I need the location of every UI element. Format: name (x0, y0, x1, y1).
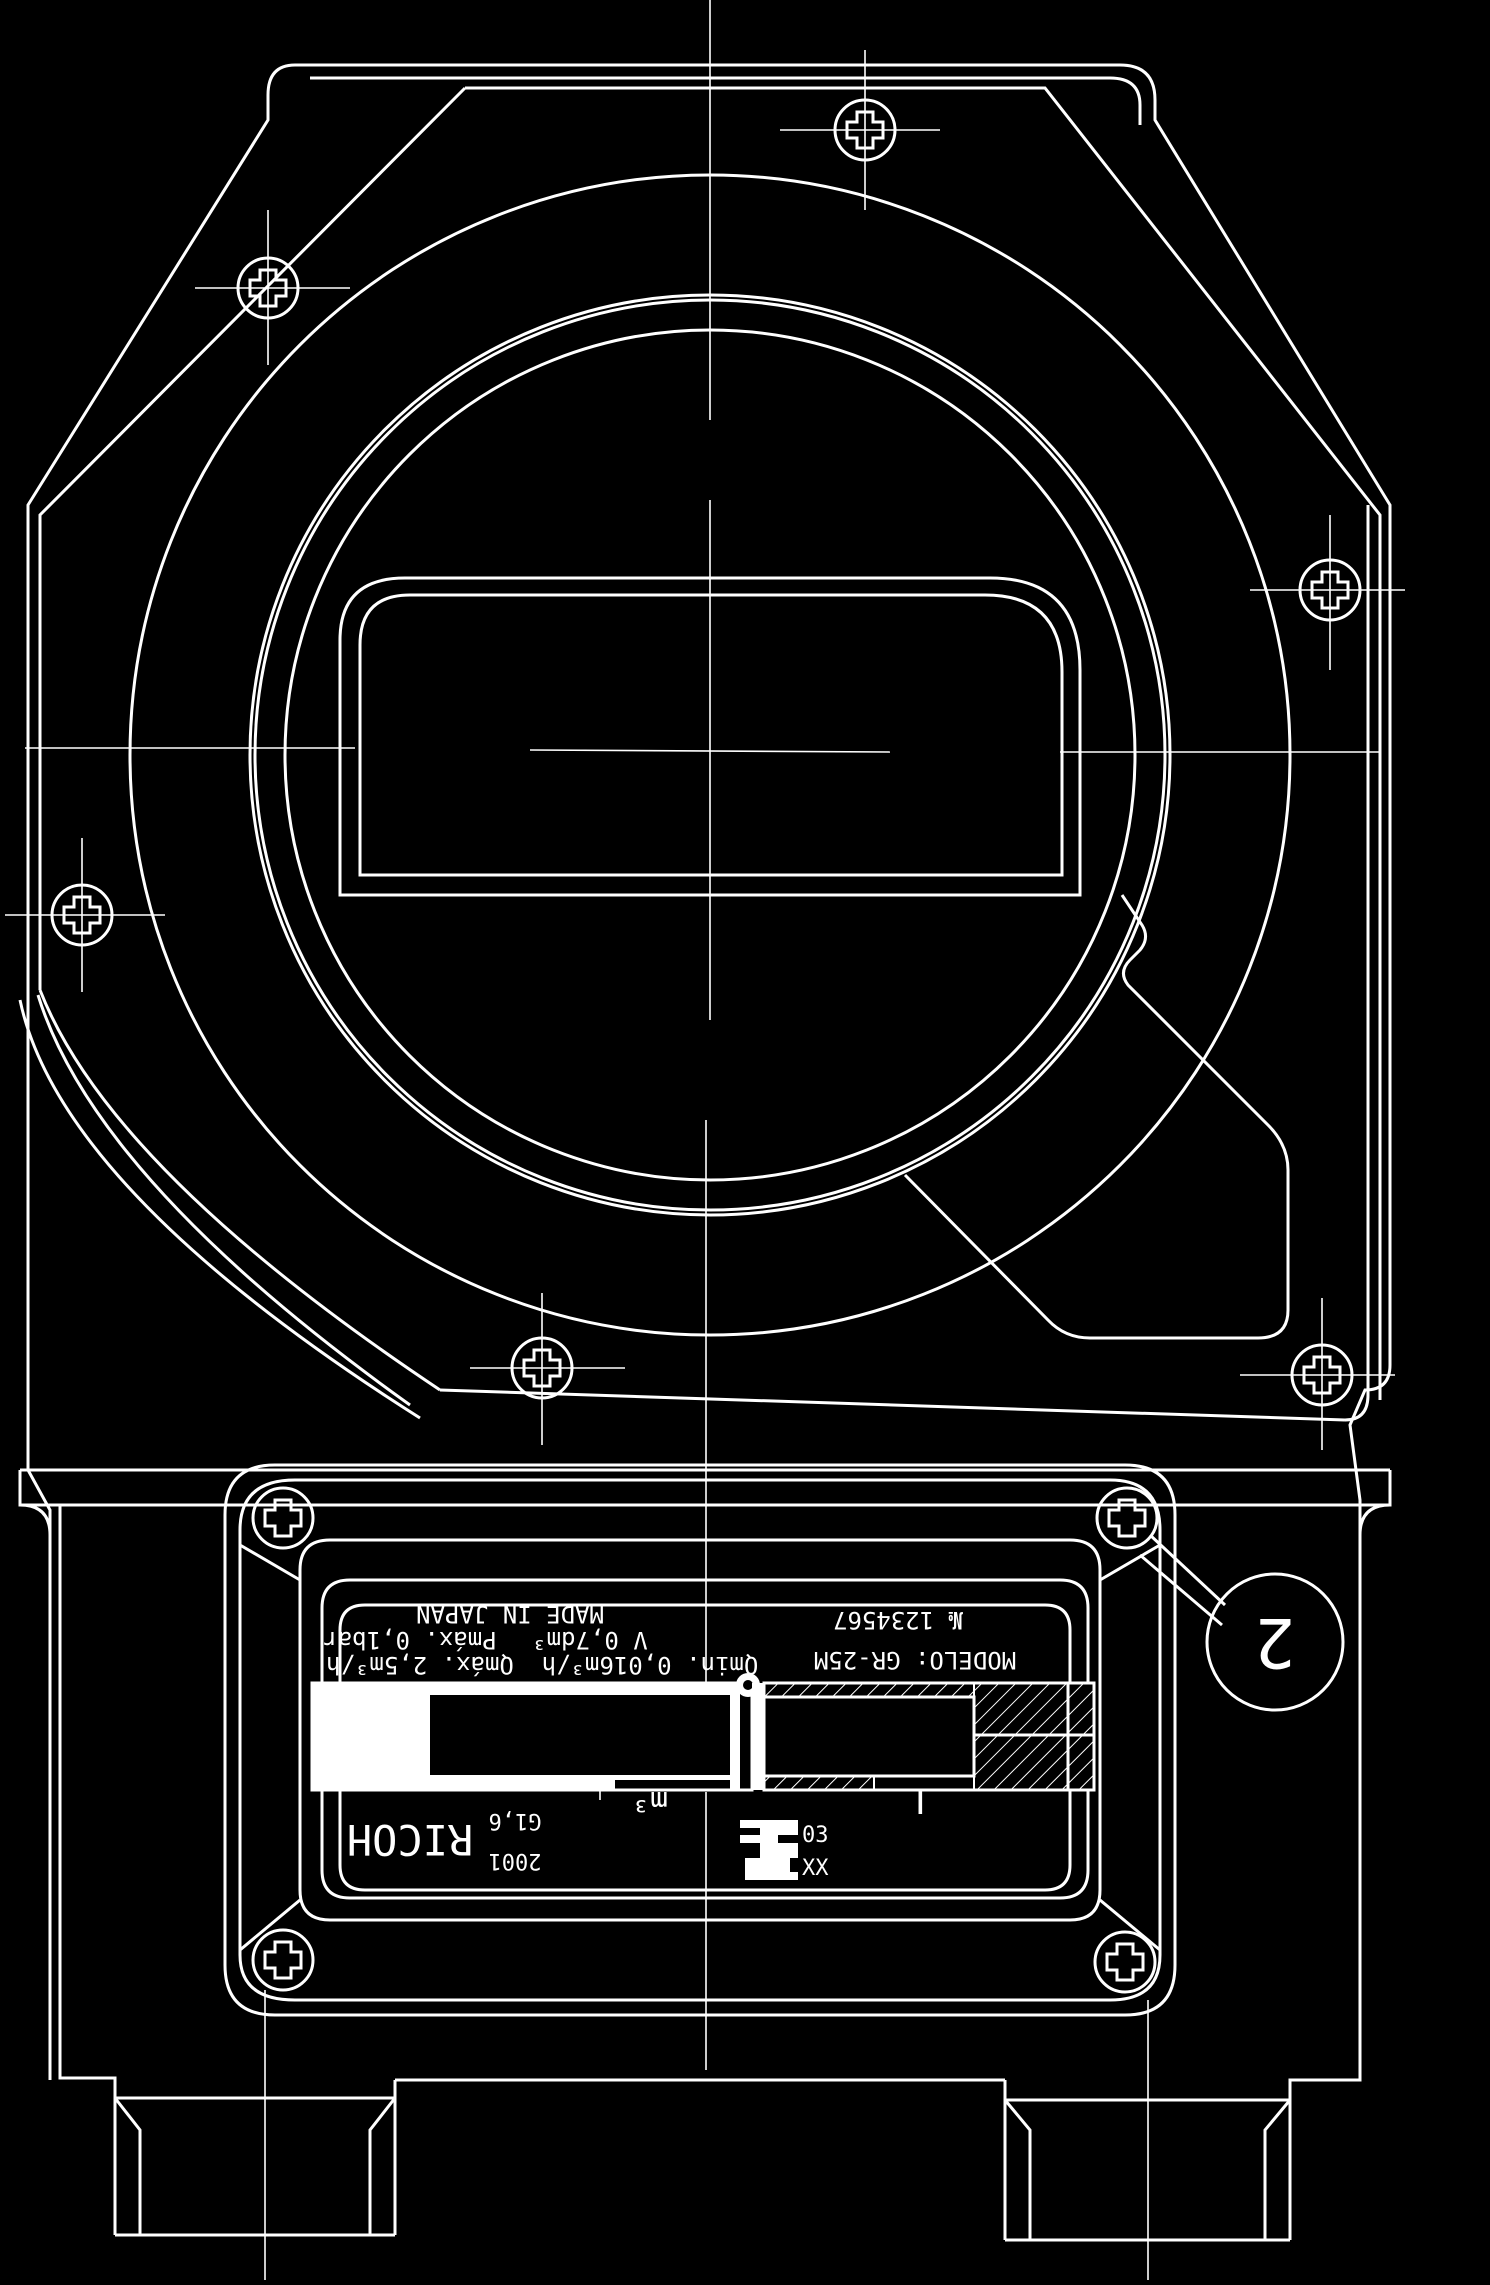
qmin-label: Qmin. 0,016m³/h (542, 1651, 759, 1679)
screw-bottom-left (470, 1293, 625, 1445)
model-label: MODELO: GR-25M (814, 1646, 1016, 1674)
callout-number: 2 (1255, 1602, 1296, 1681)
callout-2: 2 (1139, 1533, 1345, 1712)
counter-window (338, 576, 1082, 897)
cert-code-2: XX (802, 1856, 829, 1881)
volume-label: V 0,7dm³ (532, 1626, 648, 1654)
screw-right (1250, 515, 1405, 670)
serial-number: № 1234567 (833, 1606, 963, 1634)
brand-name: RICOH (347, 1815, 473, 1864)
lower-body (18, 1470, 1392, 2242)
made-in-label: MADE IN JAPAN (416, 1600, 604, 1628)
year-code: 2001 (489, 1848, 542, 1873)
screw-bottom-right (1240, 1298, 1395, 1450)
screw-markers (5, 50, 1405, 1450)
frame-screws (251, 1486, 1159, 1994)
frame-screw-tr (1095, 1486, 1159, 1550)
centerlines (25, 0, 1380, 2280)
frame-screw-tl (251, 1486, 315, 1550)
screw-left (5, 838, 165, 992)
plate-text-upside-down: MADE IN JAPAN Pmáx. 0,1bar V 0,7dm³ Qmáx… (323, 1600, 1016, 1873)
qmax-label: Qmáx. 2,5m³/h (326, 1651, 514, 1679)
frame-screw-br (1093, 1930, 1157, 1994)
index-frame (223, 1463, 1177, 2017)
class-code: G1,6 (489, 1808, 542, 1833)
cert-mark (740, 1820, 798, 1880)
counter-drums (310, 1673, 1096, 1792)
pmax-label: Pmáx. 0,1bar (323, 1626, 496, 1654)
frame-screw-bl (251, 1928, 315, 1992)
screw-top (780, 50, 940, 210)
screw-upper-left (195, 210, 350, 365)
cert-code-1: 03 (802, 1823, 829, 1848)
